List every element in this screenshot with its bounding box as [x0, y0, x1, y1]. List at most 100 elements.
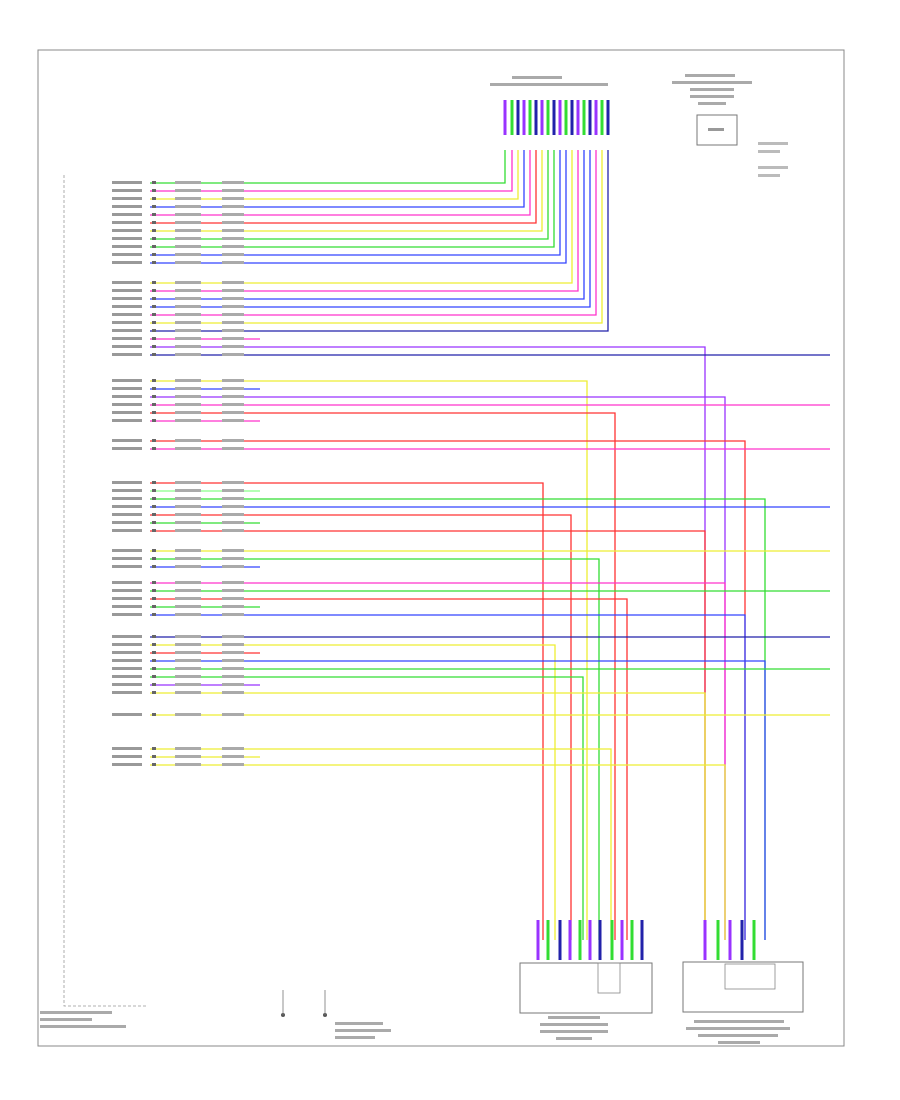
wire-color-code [175, 313, 201, 316]
circuit-number [222, 557, 244, 560]
wire-color-code [175, 505, 201, 508]
circuit-number [222, 387, 244, 390]
circuit-number [222, 747, 244, 750]
connector-wire-stub [716, 920, 720, 960]
wire-color-code [175, 289, 201, 292]
circuit-number [222, 439, 244, 442]
pin-function-label [112, 589, 142, 592]
circuit-number [222, 205, 244, 208]
pin-number-mark [152, 419, 156, 422]
pin-function-label [112, 321, 142, 324]
wire [150, 150, 519, 200]
pin-function-label [112, 521, 142, 524]
circuit-number [222, 683, 244, 686]
wire-color-code [175, 613, 201, 616]
pin-number-mark [152, 387, 156, 390]
connector-wire-stub [598, 920, 602, 960]
pin-function-label [112, 419, 142, 422]
ground-symbols [281, 990, 391, 1039]
pin-number-mark [152, 297, 156, 300]
pin-number-mark [152, 651, 156, 654]
connector-wire-stub [503, 100, 507, 135]
circuit-number [222, 345, 244, 348]
pin-number-mark [152, 497, 156, 500]
wire-color-code [175, 643, 201, 646]
connector-wire-stub [536, 920, 540, 960]
connector-wire-stub [630, 920, 634, 960]
wire [150, 530, 706, 940]
wire-color-code [175, 755, 201, 758]
wire [150, 614, 746, 940]
pin-function-label [112, 289, 142, 292]
pin-number-mark [152, 521, 156, 524]
pin-function-label [112, 329, 142, 332]
pin-function-label [112, 237, 142, 240]
pin-number-mark [152, 245, 156, 248]
pin-function-label [112, 643, 142, 646]
pin-function-label [112, 513, 142, 516]
bottom-center-connector-label [540, 1016, 608, 1040]
wire [150, 150, 579, 292]
wire [150, 764, 726, 940]
wire-color-code [175, 683, 201, 686]
pin-function-label [112, 497, 142, 500]
circuit-number [222, 379, 244, 382]
circuit-number [222, 549, 244, 552]
pin-number-mark [152, 605, 156, 608]
connector-wire-stub [600, 100, 604, 135]
circuit-number [222, 635, 244, 638]
wire [150, 150, 573, 284]
wire-color-code [175, 691, 201, 694]
circuit-number [222, 321, 244, 324]
wire-color-code [175, 659, 201, 662]
wire-color-code [175, 305, 201, 308]
wire [150, 150, 555, 248]
connector-wire-stub [528, 100, 532, 135]
pin-number-mark [152, 447, 156, 450]
circuit-number [222, 565, 244, 568]
wire-color-code [175, 403, 201, 406]
pin-number-mark [152, 395, 156, 398]
pin-number-mark [152, 675, 156, 678]
pin-number-mark [152, 379, 156, 382]
pin-number-mark [152, 597, 156, 600]
bottom-right-module-label [686, 1020, 790, 1044]
circuit-number [222, 589, 244, 592]
connector-wire-stub [752, 920, 756, 960]
wire-color-code [175, 281, 201, 284]
pin-function-label [112, 683, 142, 686]
pin-function-label [112, 281, 142, 284]
top-center-connector-label [490, 76, 608, 86]
pin-function-label [112, 675, 142, 678]
pin-function-label [112, 651, 142, 654]
wire [150, 412, 616, 940]
wire [150, 514, 572, 940]
wire-color-code [175, 229, 201, 232]
connector-wire-stub [578, 920, 582, 960]
pin-number-mark [152, 305, 156, 308]
wire-color-code [175, 635, 201, 638]
pin-number-mark [152, 321, 156, 324]
circuit-number [222, 221, 244, 224]
wire-color-code [175, 447, 201, 450]
circuit-number [222, 505, 244, 508]
pin-number-mark [152, 197, 156, 200]
circuit-number [222, 643, 244, 646]
wire [150, 150, 567, 264]
wire-color-code [175, 651, 201, 654]
pin-number-mark [152, 755, 156, 758]
connector-wire-stub [610, 920, 614, 960]
circuit-number [222, 659, 244, 662]
circuit-number [222, 613, 244, 616]
connector-wire-stub [558, 920, 562, 960]
connector-wire-stub [516, 100, 520, 135]
pin-function-label [112, 345, 142, 348]
pin-number-mark [152, 205, 156, 208]
pin-number-mark [152, 667, 156, 670]
pin-number-mark [152, 747, 156, 750]
pin-number-mark [152, 613, 156, 616]
wire [150, 150, 506, 184]
pin-function-label [112, 691, 142, 694]
wire-color-code [175, 675, 201, 678]
wire-color-code [175, 387, 201, 390]
